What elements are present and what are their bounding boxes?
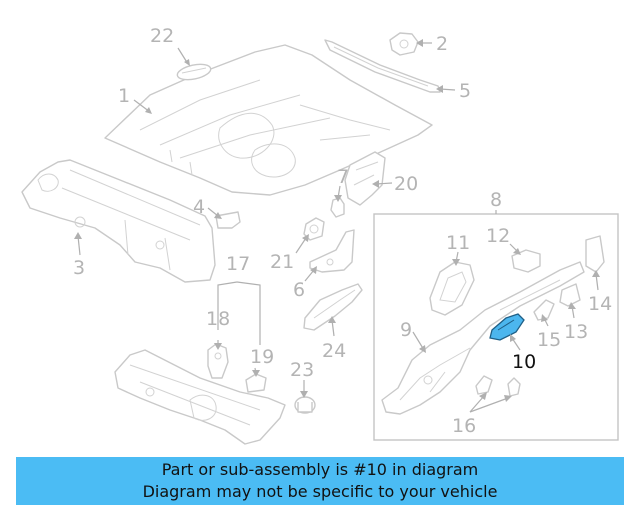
callout-10: 10 [512, 351, 536, 373]
part-11-cover [429, 261, 475, 316]
callout-24: 24 [322, 340, 346, 362]
callout-9: 9 [400, 319, 412, 341]
part-12-bracket [511, 249, 541, 273]
leader-lines [74, 39, 600, 413]
callout-21: 21 [270, 251, 294, 273]
info-banner: Part or sub-assembly is #10 in diagram D… [16, 457, 624, 505]
part-22-plug [176, 63, 212, 81]
callout-8: 8 [490, 189, 502, 211]
callout-7: 7 [337, 166, 349, 188]
part-3-crossmember [21, 159, 216, 283]
callout-19: 19 [250, 346, 274, 368]
part-9-side-rail [381, 261, 585, 415]
part-19-clip [245, 373, 267, 393]
part-10-highlighted [489, 313, 525, 341]
callout-4: 4 [193, 196, 205, 218]
callout-15: 15 [537, 329, 561, 351]
banner-line-1: Part or sub-assembly is #10 in diagram [161, 460, 479, 479]
callout-22: 22 [150, 25, 174, 47]
part-21-mount [303, 217, 325, 241]
callout-23: 23 [290, 359, 314, 381]
callout-12: 12 [486, 225, 510, 247]
callout-17: 17 [226, 253, 250, 275]
part-1-floor-pan [104, 44, 433, 196]
part-14-bracket [585, 235, 605, 273]
part-17-rear-member [114, 349, 286, 445]
callout-14: 14 [588, 293, 612, 315]
banner-line-2: Diagram may not be specific to your vehi… [142, 482, 498, 501]
part-24-extension [303, 283, 363, 331]
part-4-bracket [215, 211, 241, 229]
callout-18: 18 [206, 308, 230, 330]
callout-labels: 1 2 3 4 5 6 7 8 9 10 11 12 13 14 15 16 1… [73, 25, 612, 437]
callout-2: 2 [436, 33, 448, 55]
part-16-pieces [475, 375, 521, 397]
part-2-bracket [389, 32, 419, 56]
callout-3: 3 [73, 257, 85, 279]
callout-13: 13 [564, 321, 588, 343]
callout-16: 16 [452, 415, 476, 437]
part-15-clip [533, 299, 555, 321]
part-13-bracket [559, 283, 581, 307]
part-20-side-panel [344, 151, 386, 206]
parts-diagram: 1 2 3 4 5 6 7 8 9 10 11 12 13 14 15 16 1… [21, 25, 619, 445]
callout-6: 6 [293, 279, 305, 301]
callout-20: 20 [394, 173, 418, 195]
part-23-grommet [294, 396, 316, 414]
callout-11: 11 [446, 232, 470, 254]
callout-1: 1 [118, 85, 130, 107]
callout-5: 5 [459, 80, 471, 102]
